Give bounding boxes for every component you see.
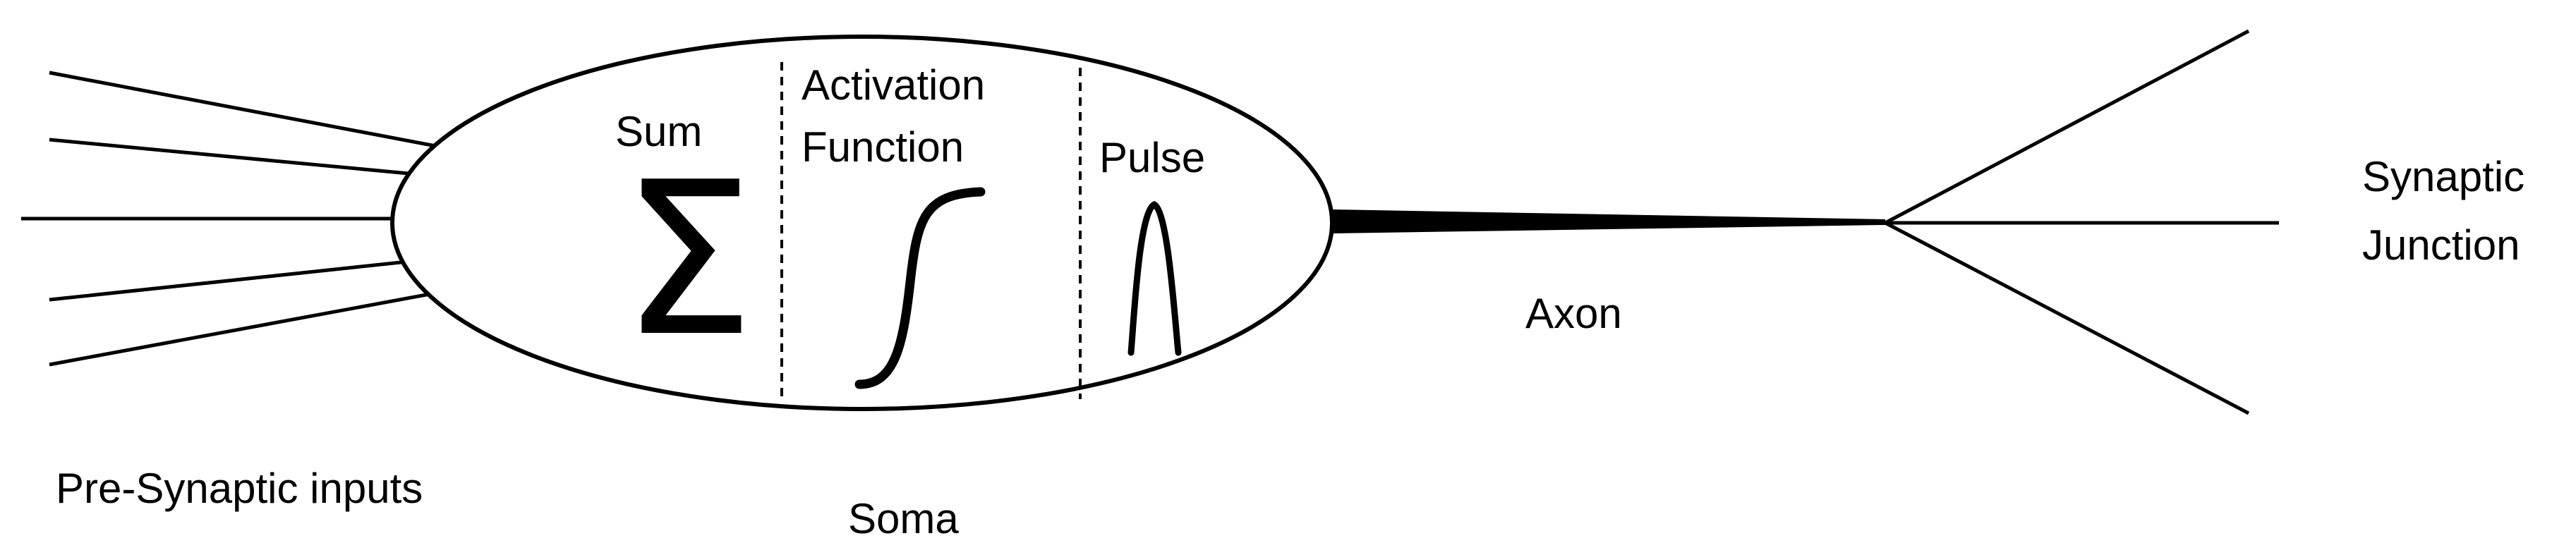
synaptic-branches bbox=[1884, 29, 2279, 415]
branch-lower bbox=[1884, 221, 2250, 415]
activation-label-line1: Activation bbox=[802, 61, 985, 109]
soma-dividers bbox=[780, 62, 1082, 401]
branch-upper bbox=[1884, 29, 2250, 225]
soma-label: Soma bbox=[848, 495, 959, 542]
soma-ellipse bbox=[390, 35, 1334, 411]
synaptic-junction-label-line2: Junction bbox=[2362, 221, 2520, 269]
pulse-label: Pulse bbox=[1099, 134, 1205, 181]
pulse-spike-icon bbox=[1127, 200, 1182, 356]
sigma-icon: Σ bbox=[621, 137, 755, 383]
sum-label: Sum bbox=[615, 108, 702, 155]
sigmoid-curve-icon bbox=[854, 187, 986, 389]
synaptic-junction-label-line1: Synaptic bbox=[2362, 153, 2524, 200]
activation-label-line2: Function bbox=[802, 123, 964, 171]
axon-shape bbox=[1332, 209, 1885, 233]
axon-label: Axon bbox=[1525, 290, 1622, 337]
pre-synaptic-inputs-label: Pre-Synaptic inputs bbox=[56, 465, 423, 512]
